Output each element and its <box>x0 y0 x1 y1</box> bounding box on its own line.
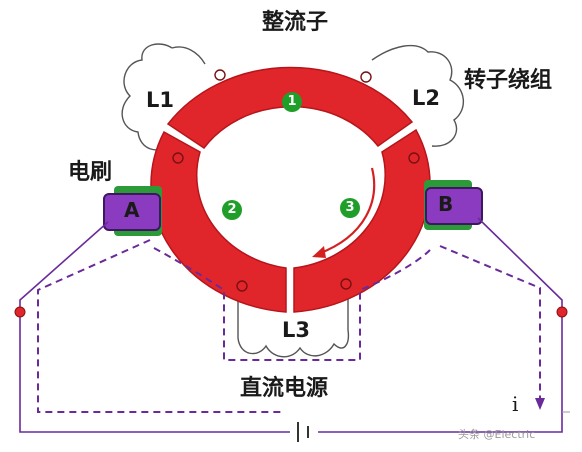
coil-l3-winding <box>237 296 350 358</box>
brush-a <box>103 186 162 236</box>
brush-b-letter: B <box>438 192 454 216</box>
segment-top <box>166 66 414 150</box>
coil-label-l1: L1 <box>146 88 174 112</box>
coil-l1-winding <box>121 43 206 151</box>
dashed-current-path <box>37 239 541 413</box>
ring-rivets <box>172 69 420 292</box>
solid-wires <box>19 217 563 433</box>
brush-label: 电刷 <box>68 160 113 185</box>
terminal-right <box>556 306 568 318</box>
coil-label-l3: L3 <box>282 318 310 342</box>
commutator-title: 整流子 <box>262 10 329 35</box>
segment-left <box>150 130 287 313</box>
current-arrowhead <box>535 398 545 410</box>
commutator-ring <box>150 66 431 313</box>
dc-source-label: 直流电源 <box>240 376 329 401</box>
rotation-arrowhead <box>312 246 326 258</box>
rotor-winding-label: 转子绕组 <box>464 68 553 93</box>
brush-b <box>424 180 483 230</box>
watermark: 头条 @Electric <box>458 428 536 441</box>
segment-badge-3: 3 <box>340 198 360 218</box>
current-label: i <box>512 392 519 416</box>
coil-label-l2: L2 <box>412 86 440 110</box>
segment-badge-1: 1 <box>282 92 302 112</box>
terminal-left <box>14 306 26 318</box>
rotation-arrow <box>317 167 376 256</box>
brush-a-letter: A <box>124 198 140 222</box>
segment-badge-2: 2 <box>222 200 242 220</box>
battery-symbol <box>297 422 309 442</box>
coil-l2-winding <box>371 44 464 147</box>
